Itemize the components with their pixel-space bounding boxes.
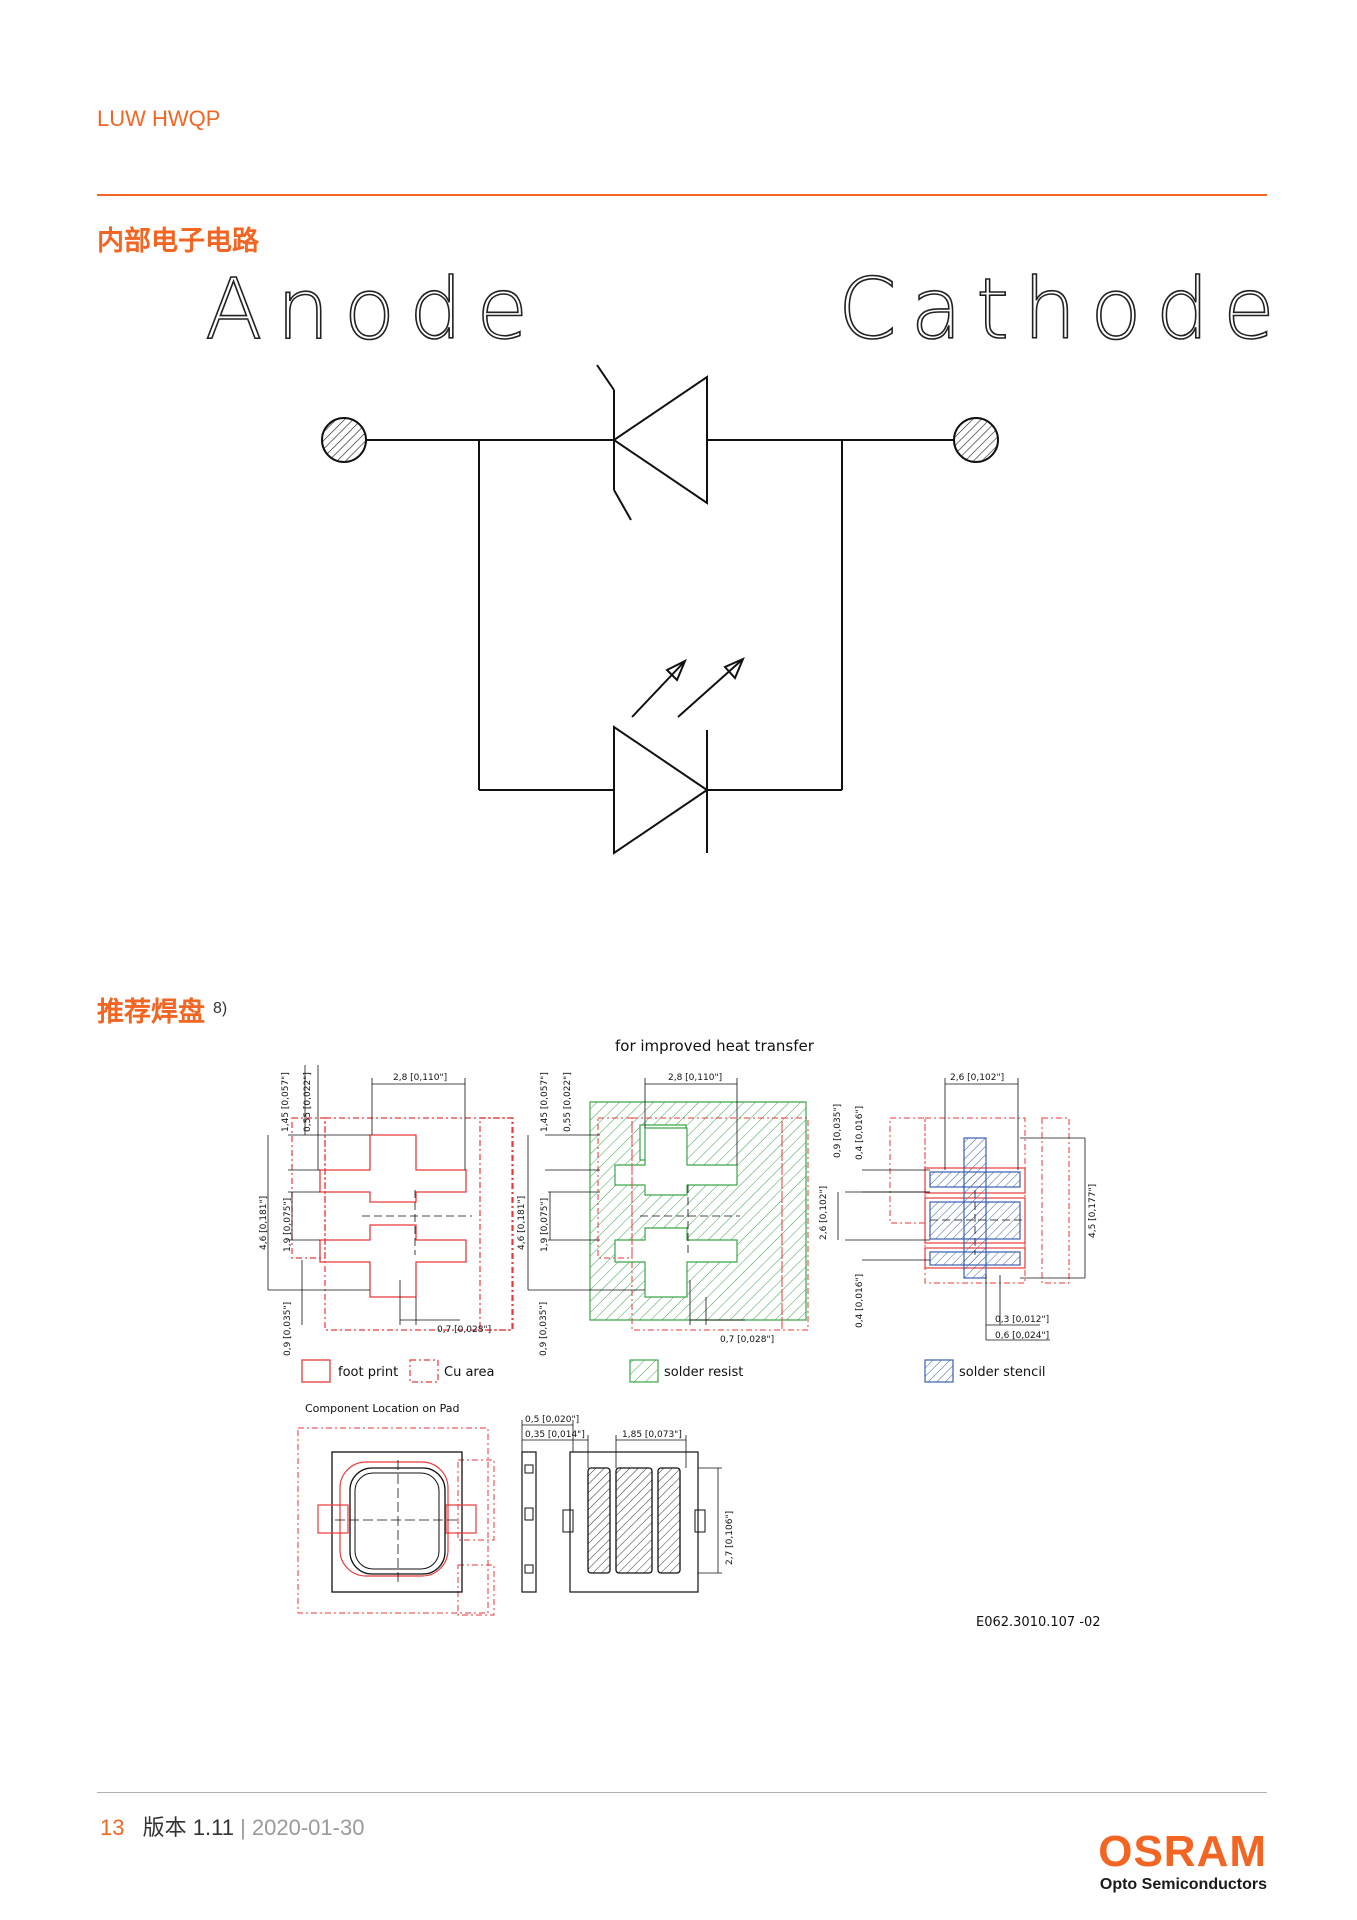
section-title-circuit: 内部电子电路 [97,226,259,257]
drawing-number: E062.3010.107 -02 [976,1615,1101,1630]
legend-cu-swatch [409,1359,439,1383]
dim3-v2: 0,4 [0,016"] [855,1106,865,1160]
legend-stencil: solder stencil [959,1365,1046,1380]
anode-terminal [321,417,367,463]
dim3-top: 2,6 [0,102"] [950,1073,1004,1083]
pads-title-text: 推荐焊盘 [97,997,205,1028]
component-location-title: Component Location on Pad [305,1402,459,1415]
pads-caption: for improved heat transfer [615,1037,815,1055]
footnote-marker: 8) [213,1000,228,1017]
dim1-v3: 4,6 [0,181"] [259,1196,269,1250]
dim4-d1: 0,5 [0,020"] [525,1415,579,1425]
dim2-bot: 0,7 [0,028"] [720,1335,774,1345]
dim2-v4: 1,9 [0,075"] [540,1198,550,1252]
footer: 13 版本 1.11 | 2020-01-30 [100,1810,364,1842]
package-outline-diagram: 0,5 [0,020"] 0,35 [0,014"] 1,85 [0,073"]… [521,1415,735,1593]
cathode-label: Cathode [838,260,1289,358]
dim3-v1: 0,9 [0,035"] [833,1104,843,1158]
legend-footprint: foot print [338,1365,398,1380]
dim2-v2: 0,55 [0,022"] [563,1072,573,1132]
dim3-b1: 0,3 [0,012"] [995,1315,1049,1325]
component-location-diagram [297,1427,495,1616]
led-diode [613,725,709,855]
header-rule [97,194,1267,196]
legend-resist-swatch [629,1359,659,1383]
footprint-diagram: 2,8 [0,110"] 1,45 [0,057"] 0,55 [0,022"]… [259,1065,514,1356]
protection-diode [596,364,708,521]
dim1-v4: 1,9 [0,075"] [283,1198,293,1252]
dim1-v5: 0,9 [0,035"] [283,1302,293,1356]
anode-label: Anode [205,260,542,358]
dim3-b2: 0,6 [0,024"] [995,1331,1049,1341]
legend-stencil-swatch [924,1359,954,1383]
dim2-v3: 4,6 [0,181"] [517,1196,527,1250]
product-name: LUW HWQP [97,106,221,131]
logo-brand: OSRAM [1098,1827,1267,1876]
dim4-d4: 2,7 [0,106"] [725,1511,735,1565]
cathode-terminal [953,417,999,463]
legend: foot print Cu area solder resist solder … [301,1359,1046,1383]
logo-tagline: Opto Semiconductors [1099,1876,1267,1893]
page-number: 13 [100,1815,125,1840]
dim2-top: 2,8 [0,110"] [668,1073,722,1083]
dim3-v3: 2,6 [0,102"] [819,1186,829,1240]
dim4-d2: 0,35 [0,014"] [525,1430,585,1440]
dim1-v1: 1,45 [0,057"] [281,1072,291,1132]
pad-drawing: for improved heat transfer [259,1037,1101,1630]
footer-rule [97,1792,1267,1793]
section-title-pads: 推荐焊盘 8) [97,990,227,1029]
solder-stencil-diagram: 2,6 [0,102"] 0,9 [0,035"] 0,4 [0,016"] 2… [819,1073,1098,1341]
circuit-diagram: Anode Cathode [204,259,1289,855]
light-arrows-icon [631,657,745,718]
footer-separator: | [240,1815,246,1840]
dim3-v5: 0,4 [0,016"] [855,1274,865,1328]
dim1-v2: 0,55 [0,022"] [303,1072,313,1132]
dim2-v1: 1,45 [0,057"] [540,1072,550,1132]
legend-resist: solder resist [664,1365,743,1380]
legend-footprint-swatch [301,1359,331,1383]
dim4-d3: 1,85 [0,073"] [622,1430,682,1440]
legend-cu: Cu area [444,1365,494,1380]
version-label: 版本 [142,1815,187,1840]
footer-date: 2020-01-30 [251,1815,365,1840]
osram-logo: OSRAM Opto Semiconductors [1098,1830,1267,1894]
solder-resist-diagram: 2,8 [0,110"] 1,45 [0,057"] 0,55 [0,022"]… [517,1072,809,1356]
dim1-top: 2,8 [0,110"] [393,1073,447,1083]
version-number: 1.11 [192,1815,234,1840]
dim3-v4: 4,5 [0,177"] [1088,1184,1098,1238]
dim2-v5: 0,9 [0,035"] [539,1302,549,1356]
dim1-bot: 0,7 [0,028"] [437,1325,491,1335]
